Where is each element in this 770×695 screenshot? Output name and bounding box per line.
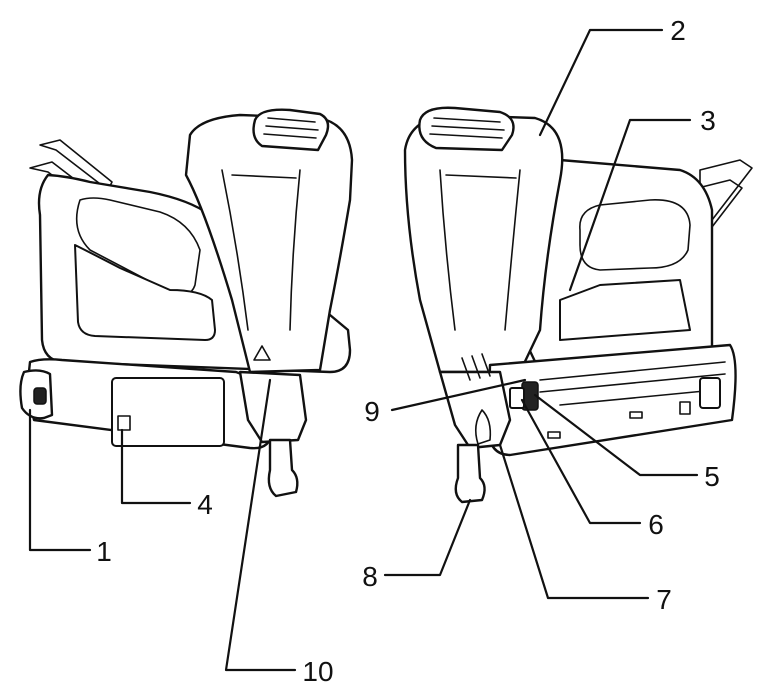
callout-numbers: 1 2 3 4 5 6 7 8 9 10 (96, 15, 720, 687)
callout-2: 2 (670, 15, 686, 46)
handle-window-left (74, 244, 216, 341)
leader-8 (383, 498, 472, 577)
head-housing-right (403, 113, 564, 374)
leader-3 (568, 118, 692, 292)
callout-8: 8 (362, 561, 378, 592)
nose-left (238, 370, 308, 444)
pusher-block (509, 387, 525, 409)
magazine-rail-3 (559, 389, 716, 406)
magazine-end-cap-right (699, 377, 721, 409)
end-cap-latch-icon (33, 387, 47, 405)
handle-grip-left (75, 197, 201, 296)
label-plate-left (111, 377, 225, 447)
contact-arm-left (267, 438, 299, 498)
magazine-slot-2 (679, 401, 691, 415)
vent-line-right-2 (431, 125, 505, 131)
leader-4 (120, 428, 192, 505)
callout-6: 6 (648, 509, 664, 540)
leader-lines (28, 28, 699, 672)
contact-arm-right (454, 443, 486, 504)
head-housing-left (184, 113, 354, 374)
vent-line-left-1 (267, 117, 316, 123)
callout-3: 3 (700, 105, 716, 136)
vent-line-left-3 (263, 133, 317, 139)
vent-line-left-2 (265, 125, 319, 131)
top-cap-right (418, 106, 515, 152)
magazine-slot-3 (547, 431, 561, 439)
vent-line-right-3 (429, 133, 503, 139)
warning-triangle-icon (253, 345, 271, 361)
magazine-rail-1 (539, 361, 726, 381)
head-front-channel-right (439, 169, 521, 331)
leader-7 (498, 443, 650, 600)
leader-2 (538, 28, 664, 137)
callout-5: 5 (704, 461, 720, 492)
tool-right-view (403, 106, 753, 504)
depth-adjuster-right (474, 409, 492, 445)
top-cap-left (252, 108, 330, 152)
leader-5 (533, 393, 699, 477)
label-plate-window (117, 415, 131, 431)
vent-line-right-1 (433, 117, 501, 123)
magazine-rail-2 (539, 373, 726, 393)
nose-right (438, 370, 512, 450)
callout-10: 10 (302, 656, 333, 687)
leader-6 (520, 398, 642, 525)
callout-1: 1 (96, 536, 112, 567)
leader-9 (390, 378, 527, 412)
tool-left-view (19, 108, 354, 498)
head-front-channel-left (221, 169, 301, 331)
handle-window-right (559, 279, 691, 341)
callout-9: 9 (364, 396, 380, 427)
head-vents-right (461, 353, 491, 381)
leader-1 (28, 408, 92, 552)
magazine-slot-1 (629, 411, 643, 419)
callout-4: 4 (197, 489, 213, 520)
callout-7: 7 (656, 584, 672, 615)
leader-10 (224, 378, 297, 672)
handle-grip-right (579, 199, 691, 271)
